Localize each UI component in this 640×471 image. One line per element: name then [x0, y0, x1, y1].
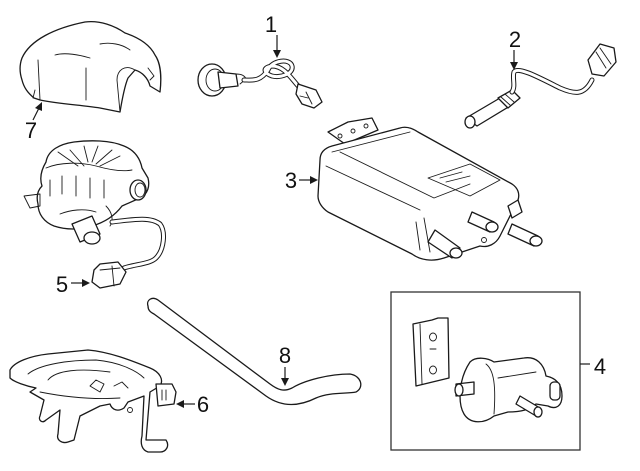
- callout-1-number: 1: [265, 12, 277, 37]
- callout-2-arrow-icon: [510, 62, 518, 70]
- callout-5[interactable]: 5: [56, 272, 90, 297]
- callout-2-number: 2: [509, 27, 521, 52]
- hose-part[interactable]: [146, 297, 362, 406]
- callout-8-number: 8: [279, 343, 291, 368]
- oxygen-sensor-downstream-part[interactable]: [464, 43, 617, 129]
- callout-1-arrow-icon: [273, 50, 281, 58]
- callout-5-number: 5: [56, 272, 68, 297]
- callout-3-arrow-icon: [310, 176, 318, 184]
- callout-3[interactable]: 3: [285, 168, 318, 193]
- callout-7-number: 7: [25, 118, 37, 143]
- callout-1[interactable]: 1: [265, 12, 281, 58]
- callout-8[interactable]: 8: [279, 343, 291, 386]
- air-pump-part[interactable]: [23, 140, 166, 289]
- callout-8-arrow-icon: [281, 378, 289, 386]
- callout-7-arrow-icon: [35, 102, 42, 111]
- callout-4-number: 4: [594, 354, 606, 379]
- vsv-kit-group[interactable]: [390, 291, 581, 451]
- callout-7[interactable]: 7: [25, 102, 42, 143]
- callout-6[interactable]: 6: [176, 392, 209, 417]
- vacuum-switching-valve-part: [454, 357, 563, 423]
- vapor-canister-part[interactable]: [317, 117, 543, 261]
- engine-cover-part[interactable]: [19, 20, 162, 113]
- oxygen-sensor-upstream-part[interactable]: [197, 58, 323, 109]
- air-pump-bracket-part[interactable]: [9, 349, 177, 453]
- kit-bracket-part: [412, 317, 450, 387]
- callout-5-arrow-icon: [82, 279, 90, 287]
- callout-6-number: 6: [197, 392, 209, 417]
- callout-6-arrow-icon: [176, 400, 184, 408]
- callout-4[interactable]: 4: [580, 354, 606, 379]
- callout-2[interactable]: 2: [509, 27, 521, 70]
- callout-3-number: 3: [285, 168, 297, 193]
